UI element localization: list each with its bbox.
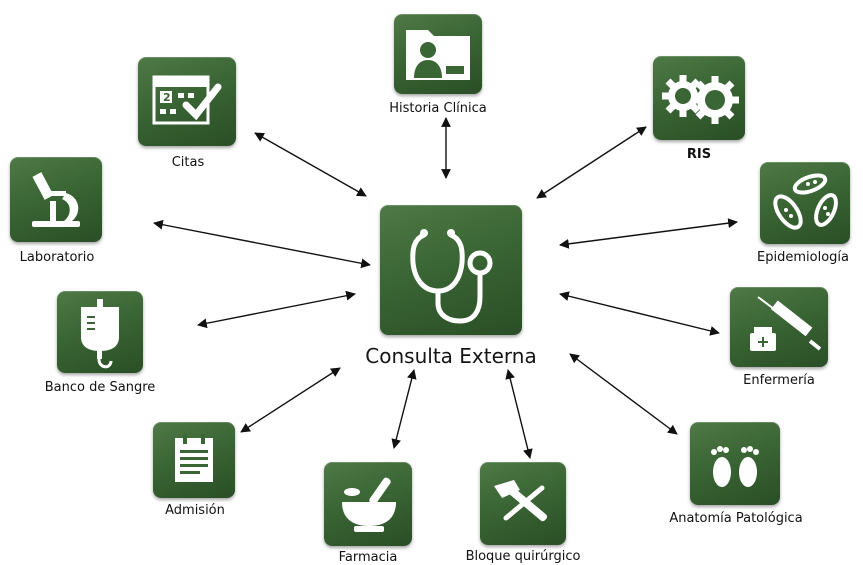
footprints-icon (711, 446, 759, 487)
bacteria-icon (773, 173, 838, 230)
bloque-quirurgico-label: Bloque quirúrgico (465, 549, 581, 564)
arrow-ris (536, 126, 647, 199)
admision-label: Admisión (165, 503, 225, 518)
farmacia-tile[interactable] (324, 462, 412, 546)
arrow-enfermeria (559, 291, 720, 336)
calendar-check-icon: 2 (152, 75, 222, 125)
gears-icon (662, 75, 739, 124)
medical-record-icon (406, 30, 470, 80)
banco-de-sangre-tile[interactable] (57, 291, 143, 373)
historia-clinica-label: Historia Clínica (389, 101, 487, 116)
ris-label: RIS (686, 147, 712, 162)
mortar-pestle-icon (342, 477, 396, 532)
citas-label: Citas (171, 155, 205, 170)
enfermeria-tile[interactable] (730, 287, 828, 367)
laboratorio-label: Laboratorio (19, 250, 95, 265)
arrow-banco (197, 290, 356, 329)
anatomia-patologica-tile[interactable] (690, 422, 780, 505)
epidemiologia-tile[interactable] (760, 162, 850, 244)
microscope-icon (32, 172, 80, 227)
syringe-icon (750, 296, 822, 351)
blood-bag-icon (81, 299, 119, 369)
svg-text:2: 2 (163, 91, 171, 104)
surgical-tools-icon (494, 480, 548, 522)
arrow-epidemiologia (559, 218, 738, 249)
clipboard-icon (175, 434, 213, 482)
bloque-quirurgico-tile[interactable] (480, 462, 566, 545)
enfermeria-label: Enfermería (743, 373, 815, 388)
arrow-citas (254, 132, 367, 197)
arrow-admision (240, 367, 341, 433)
anatomia-patologica-label: Anatomía Patológica (669, 511, 803, 526)
arrow-anatomia (569, 353, 678, 435)
admision-tile[interactable] (153, 422, 235, 498)
ris-tile[interactable] (653, 56, 745, 140)
consulta-externa-tile[interactable] (380, 205, 522, 335)
arrow-bloque (505, 369, 533, 459)
farmacia-label: Farmacia (338, 550, 398, 565)
arrow-laboratorio (153, 219, 371, 269)
epidemiologia-label: Epidemiología (757, 250, 849, 265)
laboratorio-tile[interactable] (10, 157, 102, 242)
citas-tile[interactable]: 2 (138, 57, 236, 146)
arrow-farmacia (391, 369, 417, 449)
stethoscope-icon (410, 229, 493, 324)
banco-de-sangre-label: Banco de Sangre (44, 380, 156, 395)
historia-clinica-tile[interactable] (394, 14, 482, 94)
consulta-externa-label: Consulta Externa (365, 344, 537, 368)
